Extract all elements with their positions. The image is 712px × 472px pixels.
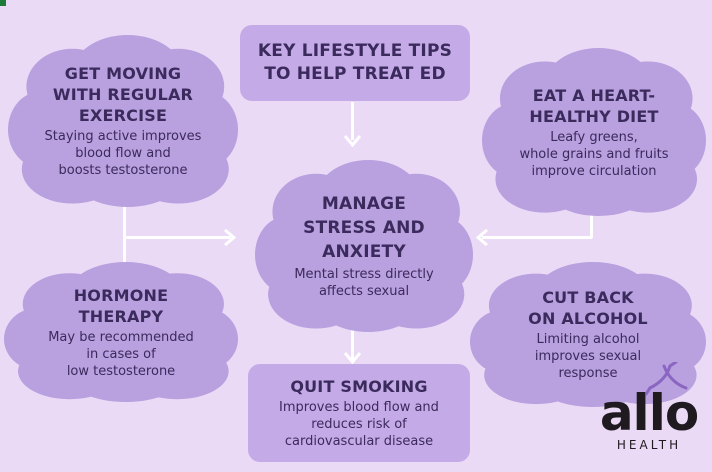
tip-body: Improves blood flow and reduces risk of … [279,400,439,449]
cloud-shape [482,48,706,216]
logo-subtitle: HEALTH [616,438,682,452]
arrowhead-icon [476,229,488,246]
tip-stress: MANAGE STRESS AND ANXIETY Mental stress d… [255,160,473,332]
tip-body: May be recommended in cases of low testo… [48,329,194,379]
sparkle-icon [646,362,688,396]
tip-heading: EAT A HEART- HEALTHY DIET [529,85,659,126]
tip-heading: GET MOVING WITH REGULAR EXERCISE [52,64,194,125]
tip-body: Limiting alcohol improves sexual respons… [534,332,642,381]
cloud-shape [470,262,706,407]
cloud-shape [255,160,473,332]
title-heading: KEY LIFESTYLE TIPS TO HELP TREAT ED [257,41,453,84]
tip-body: Staying active improves blood flow and b… [44,129,202,178]
logo-wordmark: allo [599,384,699,442]
allo-health-logo: allo HEALTH [594,384,704,452]
arrowhead-icon [224,229,236,246]
cloud-shape [8,35,238,207]
tip-heading: MANAGE STRESS AND ANXIETY [303,194,425,262]
title-box: KEY LIFESTYLE TIPS TO HELP TREAT ED [240,25,470,101]
arrowhead-icon [344,135,361,147]
connector-right-vertical [590,212,593,238]
arrow-title-to-center [351,102,354,140]
arrow-right-to-center [482,236,592,239]
arrowhead-icon [344,352,361,364]
tip-heading: QUIT SMOKING [290,377,428,396]
cloud-shape [4,262,238,402]
arrow-center-to-bottom [351,330,354,360]
arrow-left-to-center [123,236,231,239]
tip-heading: CUT BACK ON ALCOHOL [528,288,648,328]
tip-heading: HORMONE THERAPY [73,285,169,326]
tip-body: Leafy greens, whole grains and fruits im… [519,129,669,179]
tip-body: Mental stress directly affects sexual [294,267,434,299]
tip-smoking: QUIT SMOKING Improves blood flow and red… [248,364,470,462]
corner-mark [0,0,6,6]
